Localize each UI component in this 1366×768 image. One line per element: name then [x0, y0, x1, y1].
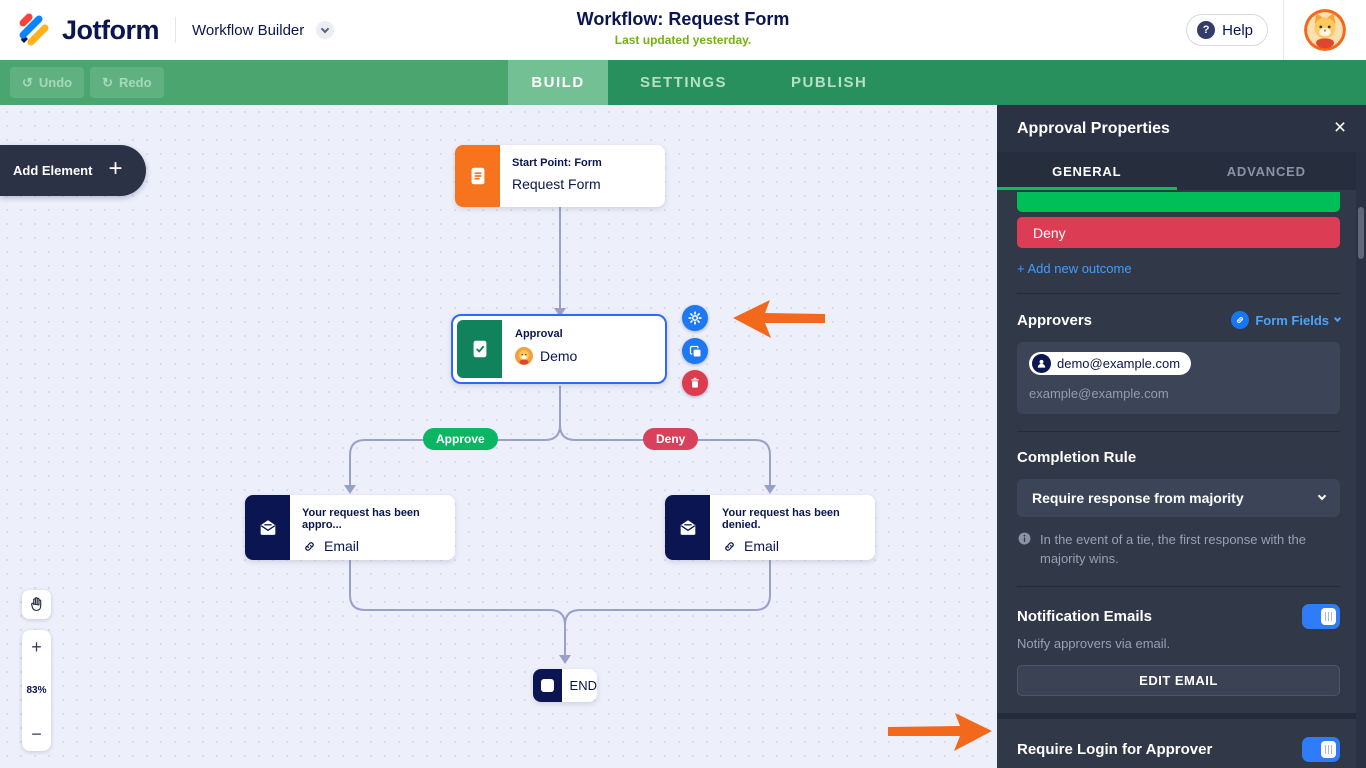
info-icon — [1017, 531, 1032, 569]
section-divider — [997, 712, 1356, 719]
branch-label-deny: Deny — [643, 428, 699, 450]
add-element-button[interactable]: Add Element + — [0, 145, 146, 196]
completion-rule-section: Completion Rule Require response from ma… — [1017, 431, 1340, 569]
tab-build[interactable]: BUILD — [508, 60, 608, 105]
approvers-input[interactable]: demo@example.com example@example.com — [1017, 342, 1340, 414]
chevron-down-icon — [1317, 491, 1327, 501]
notification-emails-note: Notify approvers via email. — [1017, 635, 1171, 651]
pan-tool-button[interactable] — [22, 590, 51, 619]
zoom-in-button[interactable]: + — [31, 637, 42, 657]
brand-name[interactable]: Jotform — [62, 14, 160, 45]
require-login-heading: Require Login for Approver — [1017, 740, 1213, 758]
redo-button[interactable]: ↻ Redo — [90, 67, 164, 98]
approvers-heading: Approvers — [1017, 311, 1093, 329]
form-icon — [455, 145, 500, 207]
page-title[interactable]: Workflow: Request Form — [576, 9, 790, 29]
scrollbar-thumb[interactable] — [1358, 207, 1364, 259]
tab-publish[interactable]: PUBLISH — [791, 74, 868, 91]
product-name[interactable]: Workflow Builder — [192, 21, 305, 39]
require-login-section: Require Login for Approver — [1017, 719, 1340, 762]
app-header: Jotform Workflow Builder Workflow: Reque… — [0, 0, 1366, 60]
form-fields-dropdown[interactable]: Form Fields — [1231, 311, 1342, 329]
jotform-logo-icon[interactable] — [16, 13, 50, 47]
panel-tab-general[interactable]: GENERAL — [1052, 163, 1122, 179]
approval-icon — [457, 320, 502, 378]
notification-emails-toggle[interactable] — [1302, 603, 1340, 629]
panel-scrollbar[interactable] — [1356, 152, 1366, 768]
zoom-out-button[interactable]: − — [31, 724, 42, 744]
chevron-down-icon[interactable] — [316, 21, 335, 39]
email-icon — [245, 495, 290, 560]
edit-email-button[interactable]: EDIT EMAIL — [1017, 664, 1340, 696]
undo-button[interactable]: ↺ Undo — [10, 67, 85, 98]
link-icon — [302, 539, 317, 554]
user-icon — [1032, 354, 1051, 373]
approver-chip[interactable]: demo@example.com — [1029, 352, 1192, 375]
active-tab-indicator — [997, 187, 1177, 190]
last-updated-text: Last updated yesterday. — [614, 33, 752, 47]
node-email-approved[interactable]: Your request has been appro... Email — [245, 495, 455, 560]
link-icon — [722, 539, 737, 554]
completion-rule-select[interactable]: Require response from majority — [1017, 479, 1340, 517]
plus-icon: + — [108, 155, 123, 182]
close-icon[interactable]: × — [1333, 116, 1347, 139]
node-email-denied[interactable]: Your request has been denied. Email — [665, 495, 875, 560]
workflow-canvas[interactable]: Add Element + Start Point: Form Request … — [0, 105, 997, 768]
completion-rule-info: In the event of a tie, the first respons… — [1040, 532, 1306, 566]
help-button[interactable]: ? Help — [1186, 14, 1268, 46]
node-start-form[interactable]: Start Point: Form Request Form — [455, 145, 665, 207]
approvers-section: Approvers Form Fields — [1017, 293, 1342, 414]
node-duplicate-button[interactable] — [682, 338, 708, 364]
trash-icon — [688, 376, 702, 390]
node-approval[interactable]: Approval Demo — [451, 314, 667, 384]
completion-rule-heading: Completion Rule — [1017, 449, 1137, 466]
notification-emails-heading: Notification Emails — [1017, 607, 1153, 625]
undo-icon: ↺ — [22, 74, 33, 90]
approver-input-placeholder: example@example.com — [1029, 386, 1169, 401]
copy-icon — [688, 344, 703, 359]
node-delete-button[interactable] — [682, 370, 708, 396]
question-icon: ? — [1197, 21, 1216, 39]
toolbar-tabs: BUILD SETTINGS PUBLISH — [508, 60, 899, 105]
outcome-deny-button[interactable]: Deny — [1017, 217, 1340, 248]
branch-label-approve: Approve — [423, 428, 498, 450]
end-icon — [533, 669, 562, 702]
header-divider — [175, 17, 176, 43]
hand-icon — [27, 595, 46, 614]
approval-properties-panel: Approval Properties × GENERAL ADVANCED D… — [997, 105, 1366, 768]
require-login-toggle[interactable] — [1302, 736, 1340, 762]
panel-title: Approval Properties — [1017, 119, 1170, 137]
tab-settings[interactable]: SETTINGS — [640, 74, 728, 91]
avatar-cat-small — [515, 347, 533, 365]
panel-scroll-area[interactable]: Deny + Add new outcome Approvers Form Fi… — [997, 190, 1356, 768]
gear-icon — [687, 310, 703, 326]
header-divider — [1283, 0, 1284, 60]
node-settings-button[interactable] — [682, 305, 708, 331]
outcome-approve-button[interactable] — [1017, 192, 1340, 212]
notification-emails-section: Notification Emails Notify approvers via… — [1017, 585, 1340, 696]
avatar[interactable] — [1304, 9, 1346, 51]
panel-tab-advanced[interactable]: ADVANCED — [1226, 163, 1306, 179]
link-icon — [1231, 311, 1250, 329]
node-end[interactable]: END — [533, 669, 597, 702]
email-icon — [665, 495, 710, 560]
redo-icon: ↻ — [102, 74, 114, 90]
add-new-outcome-link[interactable]: + Add new outcome — [1017, 261, 1132, 276]
zoom-controls: + 83% − — [22, 630, 51, 751]
build-toolbar: ↺ Undo ↻ Redo BUILD SETTINGS PUBLISH — [0, 60, 1366, 105]
zoom-level: 83% — [26, 685, 47, 696]
